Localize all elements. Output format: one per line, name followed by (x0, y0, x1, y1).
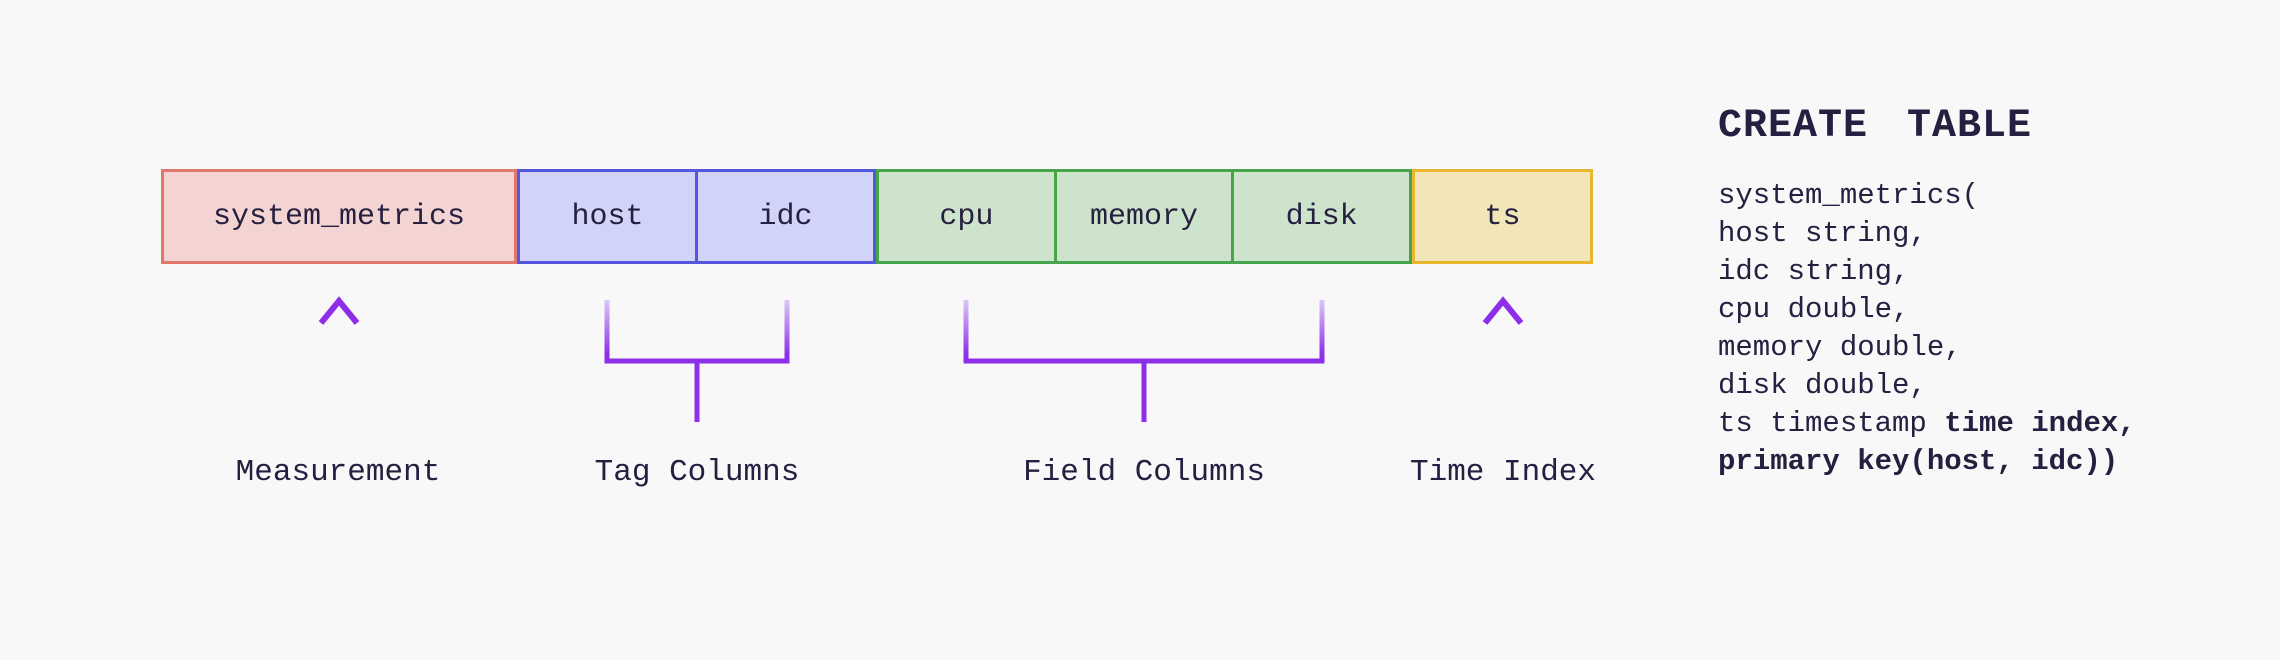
sql-line-6-text: disk double, (1718, 369, 1927, 402)
sql-line-8: primary key(host, idc)) (1718, 443, 2258, 481)
sql-line-3-text: idc string, (1718, 255, 1910, 288)
sql-line-2-text: host string, (1718, 217, 1927, 250)
measurement-cell-label: system_metrics (212, 199, 466, 234)
measurement-label: Measurement (235, 454, 441, 490)
sql-line-7-bold-text: time index, (1944, 407, 2136, 440)
field-cell-cpu: cpu (879, 172, 1054, 261)
time-index-arrow (1482, 296, 1524, 414)
tag-cell-idc: idc (695, 172, 873, 261)
field-cell-disk: disk (1231, 172, 1409, 261)
sql-line-6: disk double, (1718, 367, 2258, 405)
sql-line-7-text: ts timestamp (1718, 407, 1945, 440)
sql-line-5: memory double, (1718, 329, 2258, 367)
tag-columns-bracket (604, 300, 790, 422)
sql-line-5-text: memory double, (1718, 331, 1962, 364)
time-index-label: Time Index (1409, 454, 1597, 490)
field-cell-disk-label: disk (1285, 199, 1358, 234)
tag-columns-label: Tag Columns (594, 454, 800, 490)
field-cell-memory-label: memory (1089, 199, 1199, 234)
sql-line-8-bold-text: primary key(host, idc)) (1718, 445, 2119, 478)
field-columns-label: Field Columns (1023, 454, 1265, 490)
field-columns-group: cpu memory disk (876, 169, 1412, 264)
sql-line-4-text: cpu double, (1718, 293, 1910, 326)
tag-cell-idc-label: idc (758, 199, 813, 234)
tag-columns-group: host idc (517, 169, 876, 264)
tag-cell-host-label: host (571, 199, 644, 234)
sql-panel: CREATE TABLE system_metrics( host string… (1718, 104, 2258, 481)
time-index-group: ts (1412, 169, 1593, 264)
sql-line-1: system_metrics( (1718, 177, 2258, 215)
sql-line-2: host string, (1718, 215, 2258, 253)
time-index-cell-label: ts (1484, 199, 1521, 234)
tag-cell-host: host (520, 172, 695, 261)
sql-line-3: idc string, (1718, 253, 2258, 291)
measurement-cell: system_metrics (164, 172, 514, 261)
field-columns-bracket (963, 300, 1325, 422)
sql-title: CREATE TABLE (1718, 104, 2033, 149)
field-cell-memory: memory (1053, 172, 1232, 261)
measurement-arrow (318, 296, 360, 414)
time-index-cell: ts (1415, 172, 1590, 261)
sql-line-7: ts timestamp time index, (1718, 405, 2258, 443)
field-cell-cpu-label: cpu (939, 199, 994, 234)
sql-line-4: cpu double, (1718, 291, 2258, 329)
measurement-group: system_metrics (161, 169, 517, 264)
sql-line-1-text: system_metrics( (1718, 179, 1980, 212)
